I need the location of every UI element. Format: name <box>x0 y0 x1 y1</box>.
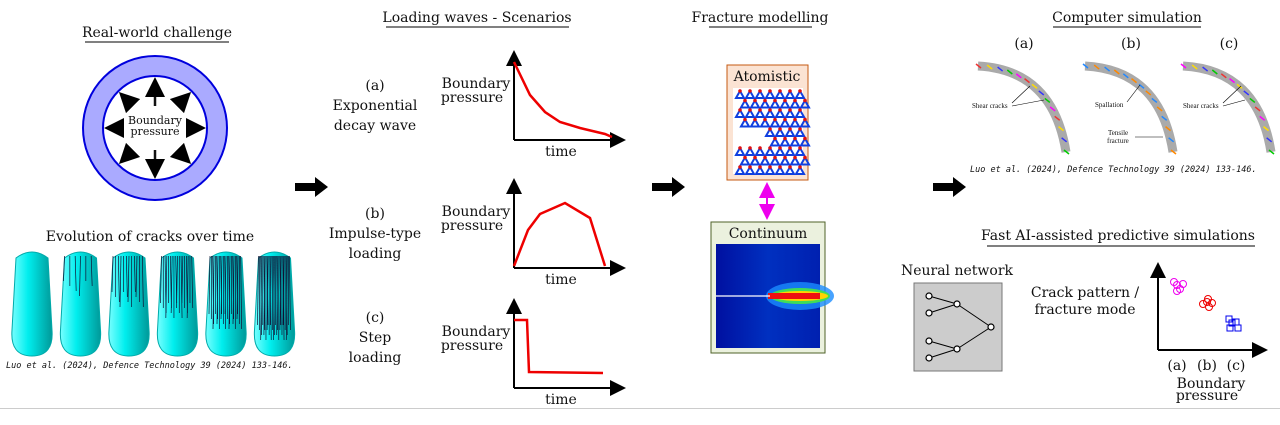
scenario-tag: (c) <box>366 310 385 326</box>
evolution-title: Evolution of cracks over time <box>46 229 254 245</box>
scenario-line1: Step <box>359 330 392 346</box>
crack-cylinder-image <box>108 251 150 357</box>
crack-cylinder-image <box>205 251 247 357</box>
pressure-curve <box>514 318 604 375</box>
point-c <box>1226 324 1234 332</box>
crack-ring-image <box>977 61 1071 153</box>
ring-label-1: Boundary <box>128 114 183 127</box>
ylabel-1: Boundary <box>442 204 511 220</box>
neuron-node <box>925 337 933 345</box>
panel-tag: (c) <box>1220 36 1239 52</box>
real-world-section: Real-world challenge Boundary pressure E… <box>6 25 296 371</box>
point-b <box>1199 300 1207 308</box>
scenario-tag: (b) <box>365 206 385 222</box>
ai-ylabel-2: fracture mode <box>1034 302 1135 318</box>
simulation-section: Computer simulation (a) Shear cracks (b) Sp… <box>970 10 1276 175</box>
neural-network-icon <box>925 292 995 362</box>
neuron-node <box>987 323 995 331</box>
ai-xlabel-1: Boundary <box>1177 376 1246 392</box>
point-b <box>1204 295 1212 303</box>
ylabel-2: pressure <box>441 218 503 234</box>
simulation-panel-c: (c) Shear cracks <box>1180 36 1276 155</box>
nn-label: Neural network <box>901 263 1014 279</box>
xtick-b: (b) <box>1197 358 1217 374</box>
scenario-a: (a) Exponential decay wave Boundarypressure… <box>333 50 626 160</box>
ai-xlabel-2: pressure <box>1176 388 1238 404</box>
crack-ring-image <box>1182 61 1276 153</box>
annotation: Shear cracks <box>972 102 1008 110</box>
simulation-title: Computer simulation <box>1052 10 1202 26</box>
pressure-arrow-icon <box>169 142 192 165</box>
fracture-title: Fracture modelling <box>691 10 828 26</box>
xtick-c: (c) <box>1227 358 1246 374</box>
pressure-arrow-icon <box>169 91 192 114</box>
neuron-node <box>925 354 933 362</box>
ring-label-2: pressure <box>131 125 180 138</box>
pressure-curve <box>512 201 607 267</box>
citation-right: Luo et al. (2024), Defence Technology 39… <box>970 165 1257 175</box>
point-c <box>1234 324 1242 332</box>
ylabel-2: pressure <box>441 90 503 106</box>
crack-evolution-images <box>11 251 296 357</box>
scenario-line2: decay wave <box>334 118 416 134</box>
neuron-node <box>925 292 933 300</box>
atomistic-label: Atomistic <box>733 69 801 85</box>
flow-arrows <box>295 177 966 197</box>
point-c <box>1228 319 1236 327</box>
annotation: Spallation <box>1095 101 1124 109</box>
pressure-curve <box>512 61 613 139</box>
loading-section: Loading waves - Scenarios (a) Exponential… <box>329 10 626 408</box>
prediction-scatter <box>1170 278 1242 332</box>
point-a <box>1173 287 1181 295</box>
atomistic-lattice <box>733 88 811 175</box>
ai-section: Fast AI-assisted predictive simulations … <box>901 228 1268 404</box>
scenario-line2: loading <box>349 246 402 262</box>
crack-ring-image <box>1084 61 1178 153</box>
xlabel-time: time <box>545 272 577 288</box>
pressure-arrow-icon <box>118 91 141 114</box>
ai-title: Fast AI-assisted predictive simulations <box>981 228 1255 244</box>
crack-cylinder-image <box>253 251 296 357</box>
crack-cylinder-image <box>11 251 53 357</box>
scenario-tag: (a) <box>365 78 384 94</box>
annotation: Tensile <box>1108 129 1128 137</box>
real-world-title: Real-world challenge <box>82 25 232 41</box>
point-a <box>1170 278 1178 286</box>
neuron-node <box>953 300 961 308</box>
neuron-node <box>925 309 933 317</box>
xtick-a: (a) <box>1167 358 1186 374</box>
loading-title: Loading waves - Scenarios <box>382 10 571 26</box>
annotation: Shear cracks <box>1183 102 1219 110</box>
arrow-right-icon <box>652 177 685 197</box>
scenario-line2: loading <box>349 350 402 366</box>
ylabel-1: Boundary <box>442 76 511 92</box>
arrow-right-icon <box>295 177 328 197</box>
xlabel-time: time <box>545 144 577 160</box>
ai-ylabel-1: Crack pattern / <box>1031 285 1140 301</box>
scenario-line1: Impulse-type <box>329 226 421 242</box>
ylabel-1: Boundary <box>442 324 511 340</box>
pressure-arrows <box>104 77 206 179</box>
simulation-panel-a: (a) Shear cracks <box>972 36 1071 155</box>
crack-cylinder-image <box>156 251 199 357</box>
panel-tag: (b) <box>1121 36 1141 52</box>
panel-tag: (a) <box>1014 36 1033 52</box>
neuron-node <box>953 345 961 353</box>
annotation: fracture <box>1107 137 1129 145</box>
citation-left: Luo et al. (2024), Defence Technology 39… <box>6 361 293 371</box>
scenario-line1: Exponential <box>333 98 418 114</box>
pressure-arrow-icon <box>118 142 141 165</box>
crack-cylinder-image <box>59 251 102 357</box>
arrow-right-icon <box>933 177 966 197</box>
continuum-label: Continuum <box>729 226 808 242</box>
xlabel-time: time <box>545 392 577 408</box>
fracture-section: Fracture modelling Atomistic Continuum <box>691 10 834 354</box>
ylabel-2: pressure <box>441 338 503 354</box>
